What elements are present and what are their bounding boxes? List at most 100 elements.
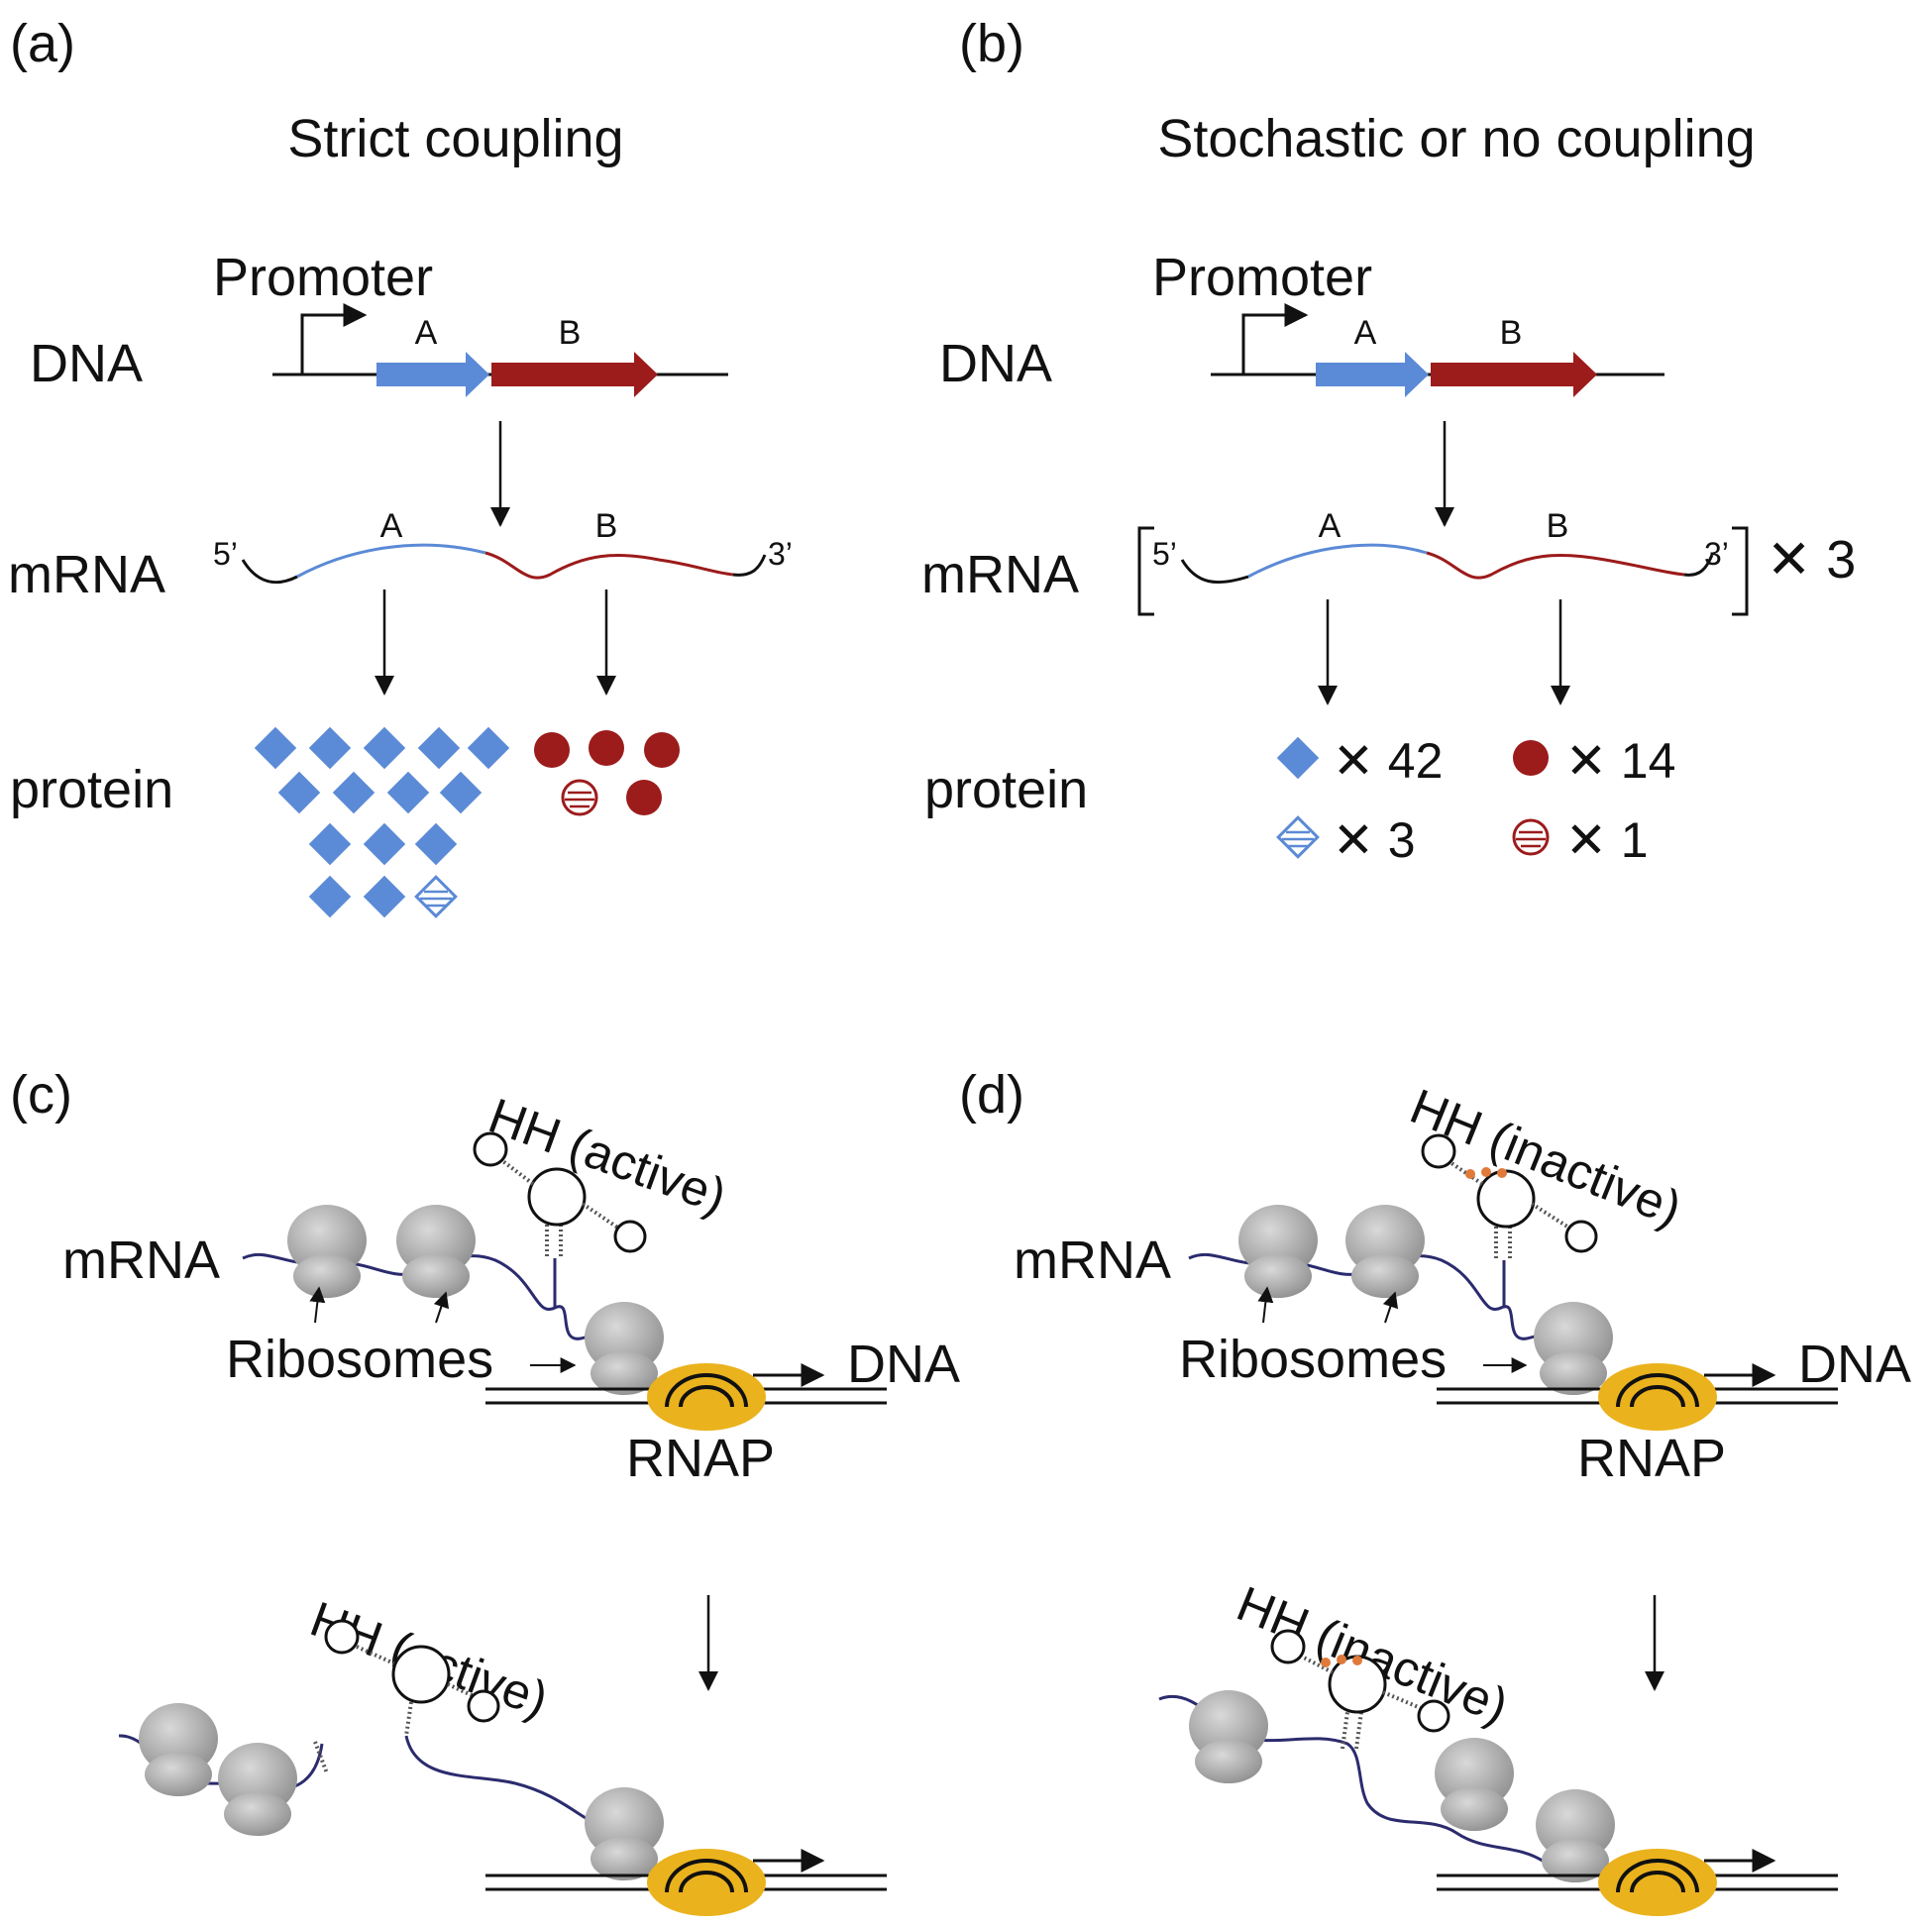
promoter-arrow: [1241, 303, 1309, 375]
protein-a-diamond: [254, 726, 297, 770]
ribosome-icon: [218, 1743, 297, 1836]
hh-ribozyme-inactive-icon: [1270, 1629, 1450, 1750]
gene-a-label: A: [415, 314, 438, 352]
ribosome-icon: [396, 1205, 476, 1298]
panel-d: (d) mRNA HH (inactive) Ribosomes DNA: [959, 1065, 1911, 1918]
mutation-dot: [1465, 1169, 1475, 1179]
three-prime-label: 3’: [768, 536, 793, 572]
protein-a-diamond: [308, 822, 352, 866]
panel-b-title: Stochastic or no coupling: [1157, 109, 1755, 168]
ribosome-pointer: [433, 1291, 450, 1324]
promoter-label: Promoter: [1152, 248, 1372, 307]
ribosome-icon: [585, 1787, 664, 1880]
rnap-icon: [1596, 1847, 1719, 1918]
ribosomes-label: Ribosomes: [1179, 1330, 1447, 1389]
rnap-icon: [645, 1847, 768, 1918]
hh-label-bottom: HH (inactive): [1230, 1575, 1516, 1734]
right-bracket: [1732, 526, 1749, 616]
mrna-label: mRNA: [8, 545, 165, 604]
ribosome-icon: [1536, 1789, 1615, 1882]
protein-a-diamond: [417, 726, 461, 770]
ribosome-icon: [287, 1205, 367, 1298]
three-prime-label: 3’: [1704, 536, 1729, 572]
gene-a-arrow: [1316, 352, 1429, 397]
protein-a-diamond: [439, 771, 483, 814]
gene-a-label: A: [1354, 314, 1377, 352]
promoter-label: Promoter: [213, 248, 433, 307]
protein-a-active-count: ✕ 42: [1333, 733, 1443, 789]
mutation-dot: [1481, 1167, 1491, 1177]
protein-a-inactive-icon: [1276, 815, 1320, 859]
dna-label: DNA: [847, 1335, 960, 1394]
mutation-dot: [1497, 1168, 1507, 1178]
protein-a-inactive-count: ✕ 3: [1333, 812, 1416, 868]
ribosome-pointer: [1382, 1291, 1399, 1324]
protein-a-diamond: [277, 771, 321, 814]
five-prime-label: 5’: [1152, 536, 1177, 572]
protein-b-inactive-icon: [1512, 818, 1550, 856]
panel-b: (b) Stochastic or no coupling DNA Promot…: [921, 14, 1856, 868]
cleaved-stem: [313, 1741, 329, 1774]
gene-a-arrow: [376, 352, 489, 397]
protein-b-circle: [589, 730, 624, 766]
protein-a-diamond: [414, 822, 458, 866]
gene-b-arrow: [1431, 352, 1597, 397]
hh-label-top: HH (active): [482, 1088, 733, 1225]
protein-a-diamond: [363, 726, 406, 770]
dna-label: DNA: [1798, 1335, 1911, 1394]
protein-a-group: [254, 726, 510, 918]
protein-a-diamond: [386, 771, 430, 814]
hh-ribozyme-inactive-icon: [1421, 1133, 1598, 1308]
mrna-multiplier: ✕ 3: [1767, 530, 1856, 589]
protein-a-inactive-diamond: [414, 875, 458, 918]
protein-b-circle: [534, 732, 570, 768]
protein-a-diamond: [308, 726, 352, 770]
panel-c-letter: (c): [10, 1065, 72, 1125]
panel-a-letter: (a): [10, 14, 75, 73]
ribosome-pointer: [1257, 1286, 1274, 1324]
gene-b-arrow: [491, 352, 658, 397]
mrna-label: mRNA: [62, 1231, 220, 1290]
gene-b-label: B: [559, 314, 582, 352]
ribosome-icon: [1345, 1205, 1425, 1298]
panel-d-letter: (d): [959, 1065, 1024, 1125]
ribosome-icon: [139, 1703, 218, 1796]
panel-a-title: Strict coupling: [287, 109, 623, 168]
protein-a-diamond: [332, 771, 376, 814]
mrna-gene-a-label: A: [1319, 507, 1342, 545]
protein-b-active-icon: [1513, 740, 1549, 776]
mutation-dot: [1337, 1655, 1346, 1664]
protein-a-diamond: [308, 875, 352, 918]
ribosome-icon: [1189, 1690, 1268, 1783]
protein-b-group: [534, 730, 680, 816]
five-prime-label: 5’: [213, 536, 238, 572]
mrna-strand: [1180, 543, 1714, 585]
panel-a: (a) Strict coupling DNA Promoter A B mRN…: [8, 14, 793, 918]
protein-b-inactive-circle: [561, 779, 598, 816]
ribosomes-label: Ribosomes: [226, 1330, 493, 1389]
dna-label: DNA: [939, 334, 1052, 393]
mutation-dot: [1321, 1658, 1331, 1667]
ribosome-icon: [1238, 1205, 1318, 1298]
mrna-gene-a-label: A: [380, 507, 403, 545]
protein-b-circle: [644, 732, 680, 768]
ribosome-icon: [585, 1302, 664, 1395]
hh-ribozyme-icon: [473, 1131, 647, 1308]
protein-a-diamond: [363, 875, 406, 918]
protein-a-diamond: [467, 726, 510, 770]
gene-b-label: B: [1500, 314, 1523, 352]
protein-b-circle: [626, 780, 662, 815]
rnap-label: RNAP: [1577, 1429, 1726, 1488]
protein-b-inactive-count: ✕ 1: [1565, 812, 1649, 868]
ribosome-icon: [1435, 1738, 1514, 1831]
protein-a-active-icon: [1276, 736, 1320, 780]
dna-label: DNA: [30, 334, 143, 393]
mrna-label: mRNA: [921, 545, 1079, 604]
mrna-strand: [241, 543, 767, 585]
mrna-label: mRNA: [1014, 1231, 1171, 1290]
rnap-label: RNAP: [626, 1429, 775, 1488]
promoter-arrow: [300, 303, 368, 375]
mutation-dot: [1352, 1656, 1362, 1665]
protein-label: protein: [10, 760, 173, 819]
